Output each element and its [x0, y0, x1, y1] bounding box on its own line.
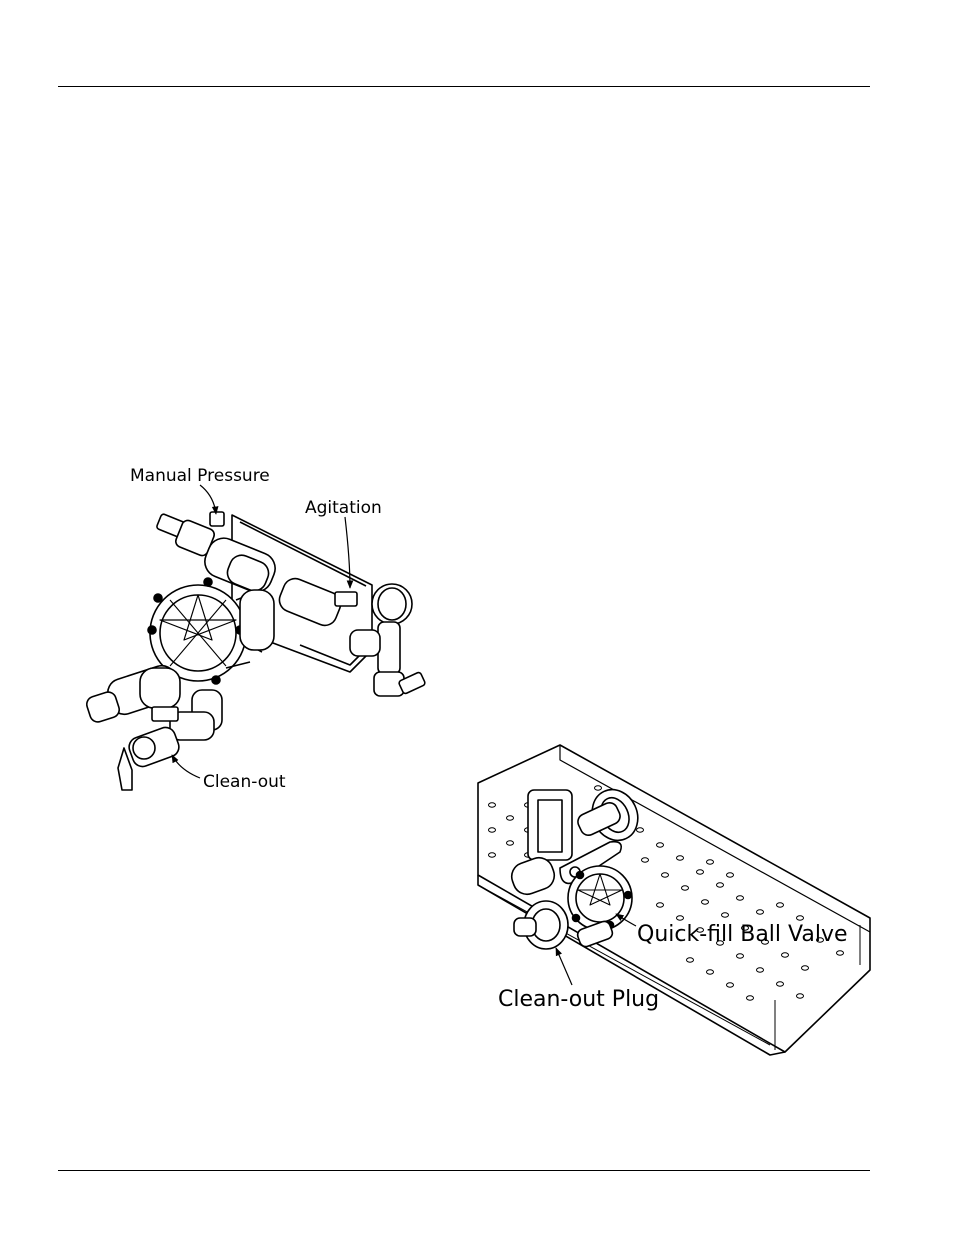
clean-out-plug-label: Clean-out Plug [498, 987, 659, 1012]
bottom-figure-leaders [555, 913, 637, 986]
footer-rule [58, 1170, 870, 1171]
tank-frame-illustration [477, 744, 871, 1056]
header-rule [58, 86, 870, 87]
manual-pressure-label: Manual Pressure [130, 466, 270, 486]
top-figure-leaders [171, 484, 354, 779]
frame-pump-assembly [510, 788, 639, 950]
agitation-label: Agitation [305, 498, 382, 518]
quick-fill-ball-valve-label: Quick-fill Ball Valve [637, 922, 848, 947]
valve-manifold-illustration [85, 511, 426, 791]
clean-out-label: Clean-out [203, 772, 286, 792]
